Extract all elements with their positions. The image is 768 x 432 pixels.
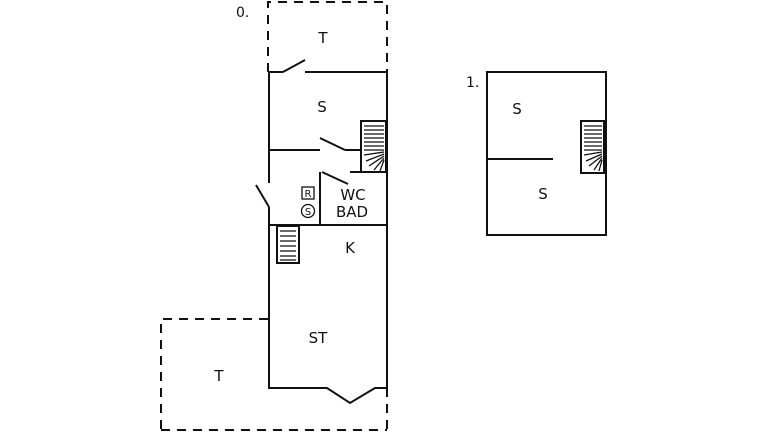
floor-label-upper: 1. <box>466 75 479 91</box>
ground-floor-plan: 0. R S T S WC BAD K ST T <box>160 1 388 432</box>
door-left <box>255 184 270 208</box>
room-bath: BAD <box>336 203 368 221</box>
room-bedroom-top: S <box>512 100 522 118</box>
room-living: ST <box>309 329 329 347</box>
room-kitchen: K <box>345 239 356 257</box>
terrace-bottom-outline <box>160 318 388 432</box>
room-terrace-top: T <box>317 29 328 47</box>
upper-floor-plan: 1. S S <box>466 71 607 236</box>
symbol-r-box <box>301 186 315 200</box>
symbol-s-circle <box>300 203 316 219</box>
room-terrace-bottom: T <box>213 367 224 385</box>
room-bedroom-bottom: S <box>538 185 548 203</box>
floor-label-ground: 0. <box>236 5 249 21</box>
symbol-r: R <box>305 189 312 200</box>
door-bedroom <box>319 137 346 151</box>
door-top <box>282 59 306 73</box>
room-bedroom: S <box>317 98 327 116</box>
upper-floor-walls <box>486 71 607 236</box>
staircase-lower <box>276 225 300 264</box>
door-wc <box>321 171 349 185</box>
terrace-top-outline <box>267 1 388 72</box>
symbol-s: S <box>305 207 311 218</box>
staircase-upper-floor <box>580 120 605 174</box>
room-wc: WC <box>340 186 365 204</box>
wall-wc <box>269 171 387 226</box>
staircase-upper <box>360 120 387 173</box>
